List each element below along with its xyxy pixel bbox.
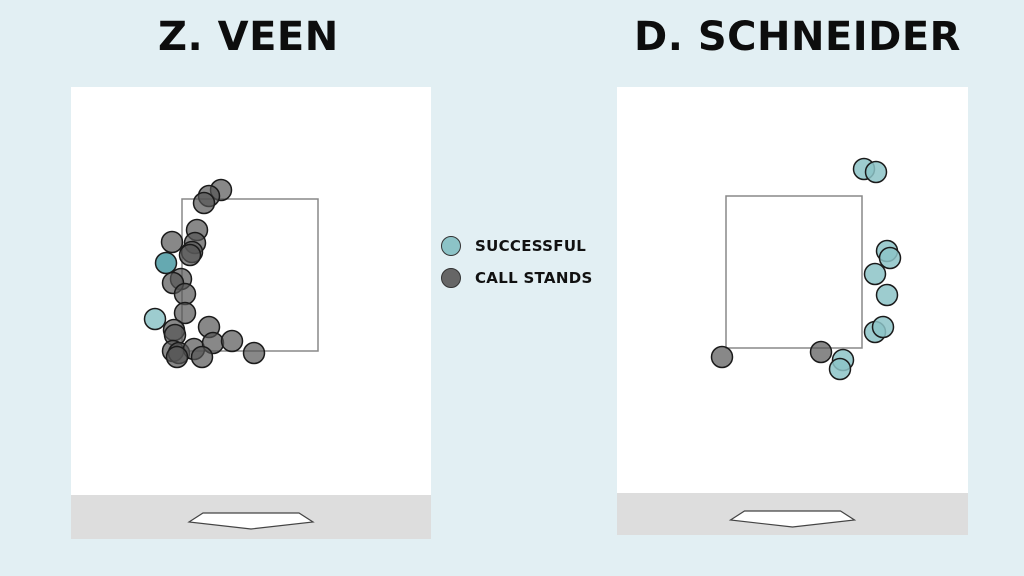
pitch-point-call-stands: [192, 191, 216, 215]
home-plate-icon: [728, 510, 857, 528]
legend: SUCCESSFUL CALL STANDS: [441, 230, 593, 294]
pitch-point-call-stands: [173, 301, 197, 325]
pitch-point-call-stands: [710, 345, 734, 369]
pitch-point-successful: [871, 315, 895, 339]
pitch-point-successful: [878, 246, 902, 270]
pitch-point-successful: [863, 262, 887, 286]
pitch-point-successful: [864, 160, 888, 184]
pitch-plot-left: [71, 87, 431, 539]
pitch-point-call-stands: [190, 345, 214, 369]
pitch-point-call-stands: [165, 345, 189, 369]
pitch-point-call-stands: [220, 329, 244, 353]
pitch-point-call-stands: [160, 230, 184, 254]
pitch-point-call-stands: [809, 340, 833, 364]
legend-label-call-stands: CALL STANDS: [475, 269, 593, 287]
strike-zone: [725, 195, 863, 349]
successful-swatch-icon: [441, 236, 461, 256]
pitch-point-call-stands: [173, 282, 197, 306]
pitch-plot-right: [617, 87, 968, 535]
pitch-point-successful: [875, 283, 899, 307]
plot-area: [617, 87, 968, 493]
pitch-point-successful: [828, 357, 852, 381]
home-plate-icon: [187, 512, 315, 530]
legend-label-successful: SUCCESSFUL: [475, 237, 587, 255]
plot-area: [71, 87, 431, 495]
call-stands-swatch-icon: [441, 268, 461, 288]
pitch-point-call-stands: [178, 243, 202, 267]
pitch-point-call-stands: [242, 341, 266, 365]
legend-item-call-stands: CALL STANDS: [441, 262, 593, 294]
chart-title-right: D. SCHNEIDER: [634, 14, 961, 60]
legend-item-successful: SUCCESSFUL: [441, 230, 593, 262]
chart-title-left: Z. VEEN: [158, 14, 339, 60]
pitch-point-successful: [143, 307, 167, 331]
pitch-point-successful: [154, 251, 178, 275]
